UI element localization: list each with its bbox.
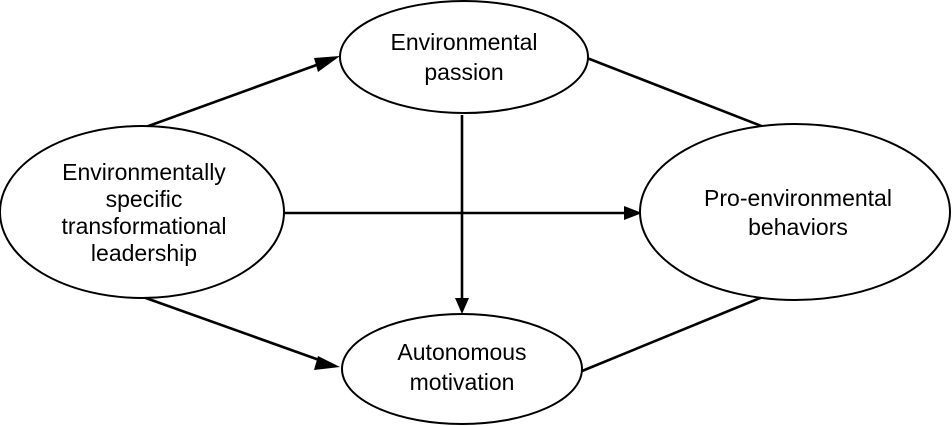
behaviors-label-line-1: Pro-environmental <box>704 185 892 211</box>
leadership-label-line-2: specific <box>106 186 183 212</box>
node-passion: Environmental passion <box>339 0 589 114</box>
motivation-ellipse <box>341 313 583 425</box>
leadership-label-line-3: transformational <box>62 213 227 239</box>
node-behaviors: Pro-environmental behaviors <box>639 123 951 301</box>
behaviors-label-line-2: behaviors <box>748 214 848 240</box>
arrow-leadership-to-passion <box>142 56 340 130</box>
leadership-label-line-1: Environmentally <box>62 159 226 185</box>
motivation-label-line-2: motivation <box>410 369 515 395</box>
node-leadership: Environmentally specific transformationa… <box>0 125 285 299</box>
leadership-label-line-4: leadership <box>91 240 197 266</box>
arrow-passion-to-motivation <box>455 115 469 314</box>
leadership-ellipse <box>0 125 285 299</box>
passion-ellipse <box>339 0 589 114</box>
motivation-label-line-1: Autonomous <box>397 339 526 365</box>
behaviors-ellipse <box>639 123 951 301</box>
node-motivation: Autonomous motivation <box>341 313 583 425</box>
passion-label-line-2: passion <box>424 59 503 85</box>
arrow-leadership-to-motivation <box>142 295 340 370</box>
passion-label-line-1: Environmental <box>390 29 537 55</box>
arrow-leadership-to-behaviors <box>283 206 642 220</box>
